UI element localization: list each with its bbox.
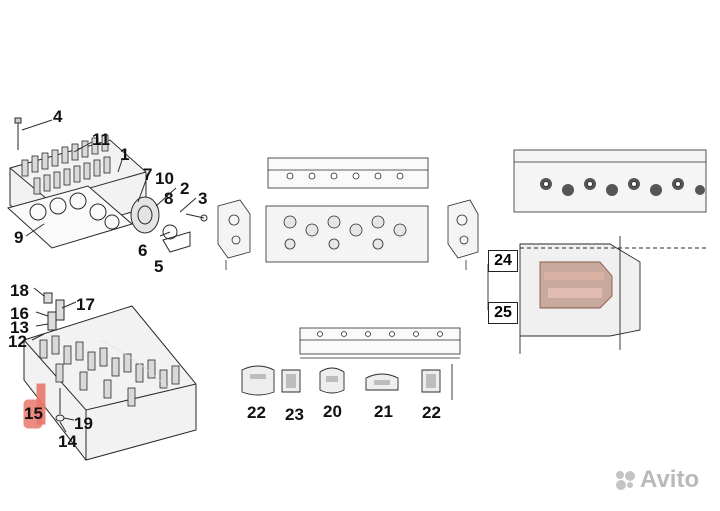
callout-label: 14 <box>58 432 77 451</box>
callout-label-highlighted: 15 <box>24 404 43 423</box>
callout-label: 12 <box>8 332 27 351</box>
callout-label: 5 <box>154 257 164 276</box>
callout-label: 11 <box>92 130 110 149</box>
callout-label: 1 <box>120 145 130 164</box>
watermark: Avito <box>614 466 699 494</box>
callout-label: 7 <box>143 165 153 184</box>
avito-logo-icon <box>616 471 635 490</box>
cylinder-head-exploded-top <box>6 117 208 253</box>
callout-label: 6 <box>138 241 148 260</box>
callout-label: 22 <box>422 403 441 422</box>
callout-label: 21 <box>374 402 393 421</box>
callout-label: 13 <box>10 318 29 337</box>
cylinder-head-exploded-bottom <box>23 287 197 461</box>
callout-box-25: 25 <box>488 302 518 324</box>
head-top-view-right <box>513 149 707 213</box>
orthographic-views-center <box>217 157 479 359</box>
callout-label: 10 <box>155 169 174 188</box>
head-cross-section-right <box>487 236 706 354</box>
callout-label: 17 <box>76 295 95 314</box>
callout-label: 2 <box>180 179 190 198</box>
callout-box-24: 24 <box>488 250 518 272</box>
callout-label: 18 <box>10 281 29 300</box>
callout-label: 3 <box>198 189 208 208</box>
callout-label: 23 <box>285 405 304 424</box>
callout-label: 22 <box>247 403 266 422</box>
callout-label: 8 <box>164 189 174 208</box>
callout-label: 20 <box>323 402 342 421</box>
background-watermark-lines <box>99 339 171 391</box>
section-details <box>241 364 453 400</box>
callout-label: 16 <box>10 304 29 323</box>
callout-label: 19 <box>74 414 93 433</box>
callout-label: 9 <box>14 228 24 247</box>
callout-label: 4 <box>53 107 63 126</box>
watermark-text: Avito <box>640 466 700 493</box>
